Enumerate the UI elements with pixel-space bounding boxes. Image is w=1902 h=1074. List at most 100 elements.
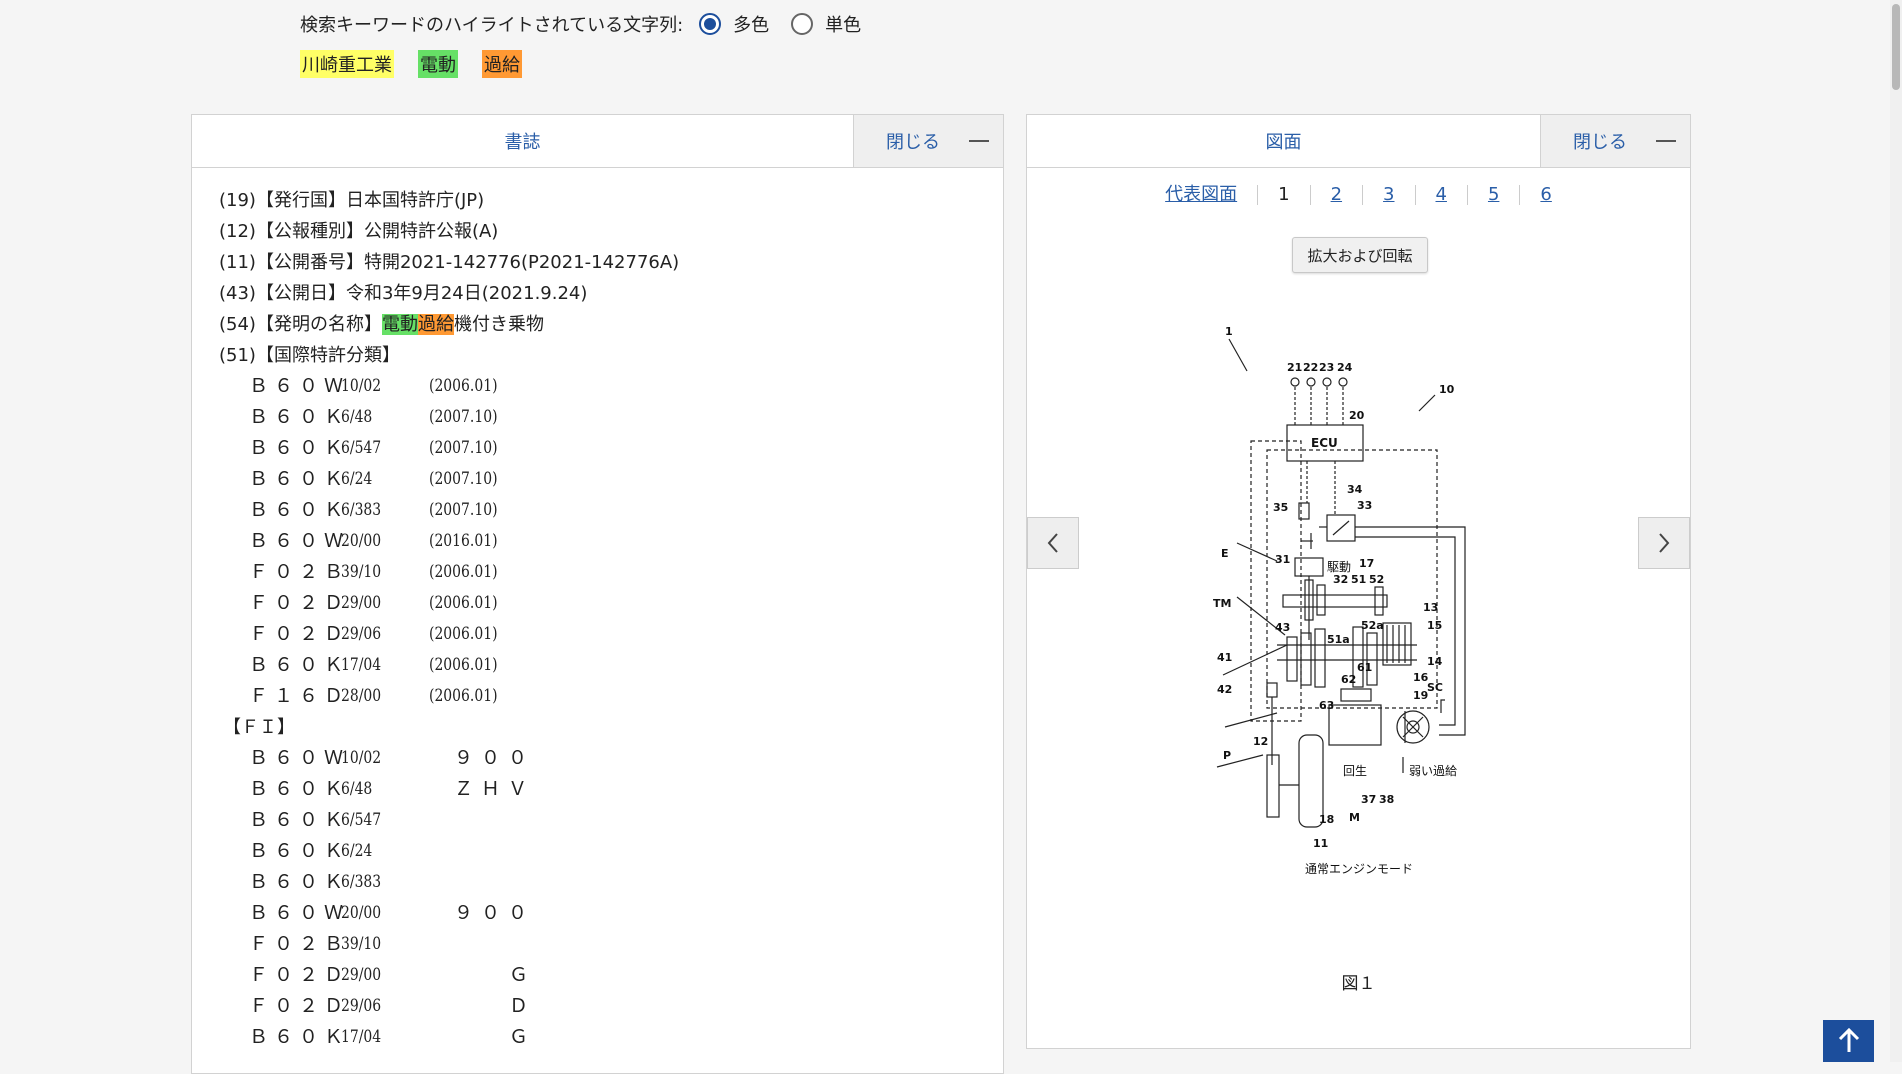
bibliography-header: 書誌 閉じる <box>192 115 1003 168</box>
fi-number: 20/00 <box>341 903 382 923</box>
tab-figure-6[interactable]: 6 <box>1540 184 1552 205</box>
bibliography-close-button[interactable]: 閉じる <box>853 115 1003 167</box>
ipc-number: 6/48 <box>341 407 373 427</box>
ipc-code: Ｆ０２Ｄ <box>249 623 350 645</box>
fi-code: Ｂ６０Ｋ <box>249 778 350 800</box>
svg-text:20: 20 <box>1349 409 1365 422</box>
svg-text:33: 33 <box>1357 499 1372 512</box>
svg-text:31: 31 <box>1275 553 1290 566</box>
ipc-number: 39/10 <box>341 562 382 582</box>
svg-text:18: 18 <box>1319 813 1334 826</box>
invention-title-line: (54)【発明の名称】電動過給機付き乗物 <box>219 309 679 340</box>
figure-caption: 図１ <box>1341 974 1376 994</box>
fi-code: Ｂ６０Ｋ <box>249 871 350 893</box>
ipc-code: Ｂ６０Ｗ <box>249 375 350 397</box>
svg-text:13: 13 <box>1423 601 1438 614</box>
svg-text:37: 37 <box>1361 793 1376 806</box>
fi-number: 29/06 <box>341 996 382 1016</box>
svg-text:38: 38 <box>1379 793 1394 806</box>
minimize-icon <box>1656 140 1676 142</box>
scrollbar-thumb[interactable] <box>1892 4 1900 90</box>
next-figure-button[interactable] <box>1638 517 1690 569</box>
ipc-date: (2006.01) <box>429 376 498 396</box>
tab-figure-3[interactable]: 3 <box>1363 185 1416 205</box>
fi-subclass: ＺＨＶ <box>454 778 536 800</box>
minimize-icon <box>969 140 989 142</box>
arrow-up-icon <box>1838 1028 1859 1052</box>
svg-text:43: 43 <box>1275 621 1290 634</box>
fi-code: Ｂ６０Ｗ <box>249 902 350 924</box>
svg-text:52: 52 <box>1369 573 1384 586</box>
fi-header: 【ＦＩ】 <box>223 717 295 738</box>
fi-subclass: ９００ <box>454 902 536 924</box>
fi-suffix: Ｇ <box>509 964 529 986</box>
svg-text:14: 14 <box>1427 655 1443 668</box>
tab-figure-1[interactable]: 1 <box>1258 185 1311 205</box>
ipc-number: 29/06 <box>341 624 382 644</box>
issuer-line: (19)【発行国】日本国特許庁(JP) <box>219 190 485 211</box>
ipc-code: Ｆ０２Ｂ <box>249 561 350 583</box>
publication-number-line: (11)【公開番号】特開2021-142776(P2021-142776A) <box>219 252 680 273</box>
ipc-date: (2007.10) <box>429 407 498 427</box>
ipc-number: 6/24 <box>341 469 373 489</box>
fi-number: 6/547 <box>341 810 382 830</box>
fi-suffix: Ｇ <box>509 1026 529 1048</box>
ipc-date: (2006.01) <box>429 686 498 706</box>
title-rest: 機付き乗物 <box>453 314 544 335</box>
svg-text:32: 32 <box>1333 573 1348 586</box>
tab-representative[interactable]: 代表図面 <box>1145 185 1259 205</box>
svg-text:21: 21 <box>1287 361 1302 374</box>
single-color-radio[interactable]: 単色 <box>791 11 861 37</box>
svg-text:TM: TM <box>1213 597 1231 610</box>
ipc-date: (2006.01) <box>429 562 498 582</box>
svg-text:SC: SC <box>1427 681 1443 694</box>
tab-figure-4[interactable]: 4 <box>1416 185 1468 205</box>
single-color-label: 単色 <box>825 15 862 36</box>
ipc-date: (2006.01) <box>429 655 498 675</box>
title-keyword-2: 過給 <box>417 314 454 335</box>
ipc-number: 28/00 <box>341 686 382 706</box>
radio-selected-icon <box>699 13 722 35</box>
svg-text:19: 19 <box>1413 689 1428 702</box>
zoom-rotate-button[interactable]: 拡大および回転 <box>1292 237 1428 273</box>
ipc-code: Ｂ６０Ｗ <box>249 530 350 552</box>
svg-text:63: 63 <box>1319 699 1334 712</box>
fi-number: 17/04 <box>341 1027 382 1047</box>
fi-code: Ｆ０２Ｄ <box>249 964 350 986</box>
svg-text:1: 1 <box>1225 325 1233 338</box>
tab-figure-5[interactable]: 5 <box>1468 185 1521 205</box>
ipc-date: (2007.10) <box>429 469 498 489</box>
tab-figure-2[interactable]: 2 <box>1311 185 1364 205</box>
drawing-panel: 図面 閉じる 代表図面 1 2 3 4 5 6 拡大および回転 <box>1026 114 1691 1049</box>
svg-text:24: 24 <box>1337 361 1353 374</box>
fi-number: 6/24 <box>341 841 373 861</box>
kind-line: (12)【公報種別】公開特許公報(A) <box>219 221 499 242</box>
scroll-to-top-button[interactable] <box>1823 1020 1874 1062</box>
keyword-chip: 電動 <box>418 50 458 78</box>
ipc-date: (2007.10) <box>429 438 498 458</box>
fi-subclass: ９００ <box>454 747 536 769</box>
svg-text:52a: 52a <box>1361 619 1384 632</box>
svg-text:M: M <box>1349 811 1360 824</box>
drawing-close-button[interactable]: 閉じる <box>1540 115 1690 167</box>
ipc-date: (2016.01) <box>429 531 498 551</box>
ipc-number: 29/00 <box>341 593 382 613</box>
fi-number: 10/02 <box>341 748 382 768</box>
title-prefix: (54)【発明の名称】 <box>219 314 382 335</box>
keyword-list: 川崎重工業 電動 過給 <box>300 50 546 78</box>
multi-color-radio[interactable]: 多色 <box>699 11 769 37</box>
previous-figure-button[interactable] <box>1027 517 1079 569</box>
ipc-code: Ｂ６０Ｋ <box>249 468 350 490</box>
svg-text:41: 41 <box>1217 651 1232 664</box>
page-scrollbar[interactable] <box>1890 0 1902 1062</box>
